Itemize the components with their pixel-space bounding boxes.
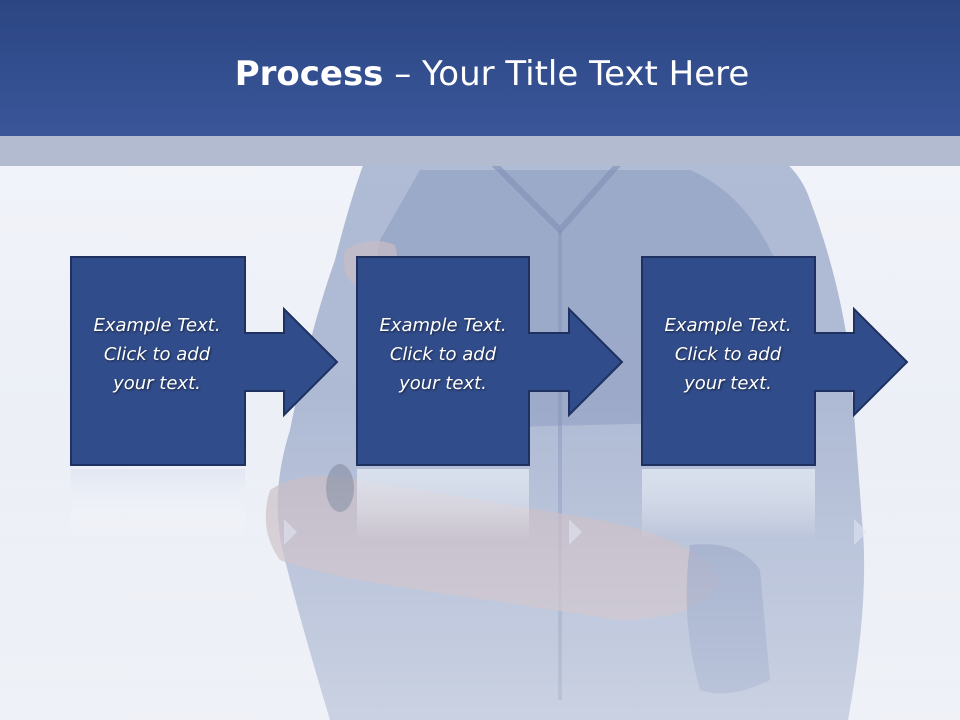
- slide-title[interactable]: Process – Your Title Text Here: [0, 52, 960, 96]
- process-step-1-text: Example Text. Click to add your text.: [71, 311, 243, 398]
- process-step-3-shape: [641, 256, 909, 545]
- process-step-1[interactable]: Example Text. Click to add your text.: [70, 256, 341, 557]
- step-text-line: your text.: [399, 373, 487, 394]
- title-bar-accent-strip: [0, 136, 960, 166]
- process-step-2-text: Example Text. Click to add your text.: [357, 311, 529, 398]
- step-text-line: Example Text.: [664, 315, 792, 336]
- slide-title-rest: – Your Title Text Here: [383, 54, 750, 94]
- step-text-line: Click to add: [103, 344, 211, 365]
- process-step-2[interactable]: Example Text. Click to add your text.: [356, 256, 627, 557]
- step-text-line: your text.: [113, 373, 201, 394]
- title-bar: [0, 0, 960, 136]
- step-text-line: Example Text.: [93, 315, 221, 336]
- process-step-3-text: Example Text. Click to add your text.: [642, 311, 814, 398]
- slide-title-bold: Process: [234, 54, 384, 94]
- process-step-3[interactable]: Example Text. Click to add your text.: [641, 256, 912, 557]
- step-text-line: your text.: [684, 373, 772, 394]
- step-text-line: Example Text.: [379, 315, 507, 336]
- step-text-line: Click to add: [389, 344, 497, 365]
- process-step-1-shape: [70, 256, 339, 545]
- process-step-2-shape: [356, 256, 624, 545]
- step-text-line: Click to add: [674, 344, 782, 365]
